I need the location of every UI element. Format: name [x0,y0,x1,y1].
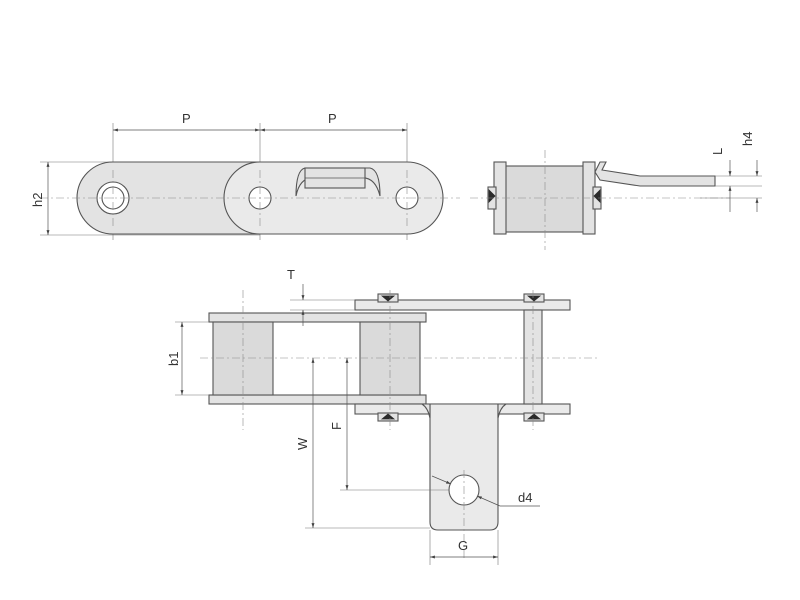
b1-label: b1 [166,352,181,366]
L-label: L [710,148,725,155]
W-label: W [295,437,310,450]
d4-label: d4 [518,490,532,505]
bent-attachment [594,161,716,187]
top-view: T b1 F W d4 G [166,267,600,565]
attachment-tab [429,403,499,531]
side-view: P P h2 [30,111,460,240]
end-view: L h4 [470,132,762,250]
G-label: G [458,538,468,553]
pitch-label-right: P [328,111,337,126]
h2-label: h2 [30,193,45,207]
pitch-label-left: P [182,111,191,126]
h4-label: h4 [740,132,755,146]
T-label: T [287,267,295,282]
F-label: F [329,422,344,430]
